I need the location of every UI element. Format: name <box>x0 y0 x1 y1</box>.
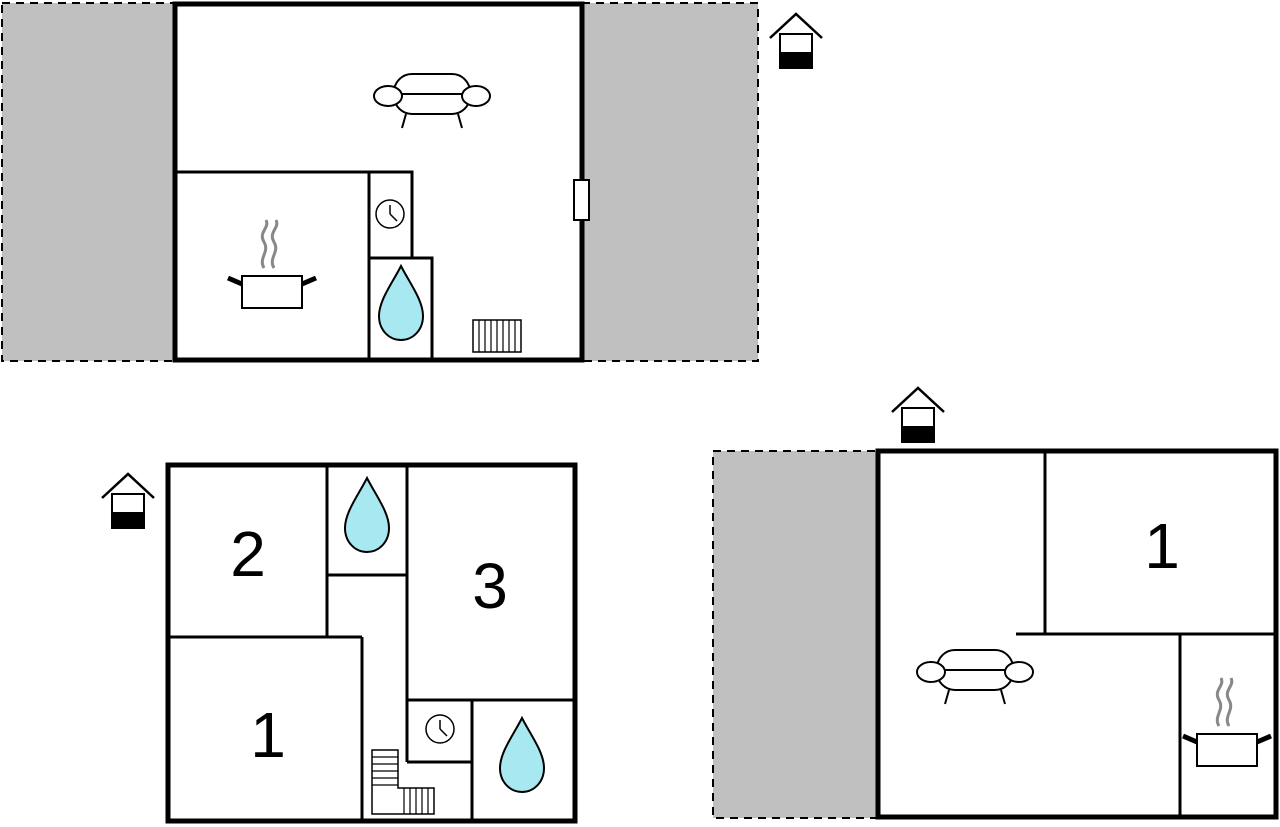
outer-wall <box>165 462 578 824</box>
plan-bottom-right: 1 <box>712 386 1279 820</box>
cooking-pot-icon <box>1183 678 1271 766</box>
washing-machine-icon <box>375 199 405 229</box>
cooking-pot-icon <box>228 220 316 308</box>
outer-wall <box>875 448 1279 820</box>
plan-top <box>1 1 824 363</box>
terrace-right <box>581 2 759 362</box>
water-drop-icon <box>378 265 424 341</box>
room-label-2: 2 <box>230 518 266 590</box>
outer-wall <box>172 1 585 363</box>
interior-walls <box>170 467 573 819</box>
plan-bottom-left: 2 3 1 <box>100 462 578 824</box>
room-label-1: 1 <box>1144 510 1180 582</box>
stairs-icon <box>371 749 435 815</box>
terrace-left <box>1 2 175 362</box>
sofa-icon <box>373 73 491 129</box>
entrance-house-icon <box>768 12 824 70</box>
washing-machine-icon <box>425 714 455 744</box>
interior-walls <box>177 170 590 358</box>
radiator-icon <box>472 319 522 353</box>
terrace <box>712 450 879 819</box>
room-label-1: 1 <box>250 699 286 771</box>
water-drop-icon <box>344 477 390 553</box>
room-label-3: 3 <box>472 550 508 622</box>
sofa-icon <box>916 649 1034 705</box>
entrance-house-icon <box>100 472 156 530</box>
water-drop-icon <box>499 717 545 793</box>
window <box>573 179 590 221</box>
interior-walls <box>1016 453 1274 815</box>
entrance-house-icon <box>890 386 946 444</box>
